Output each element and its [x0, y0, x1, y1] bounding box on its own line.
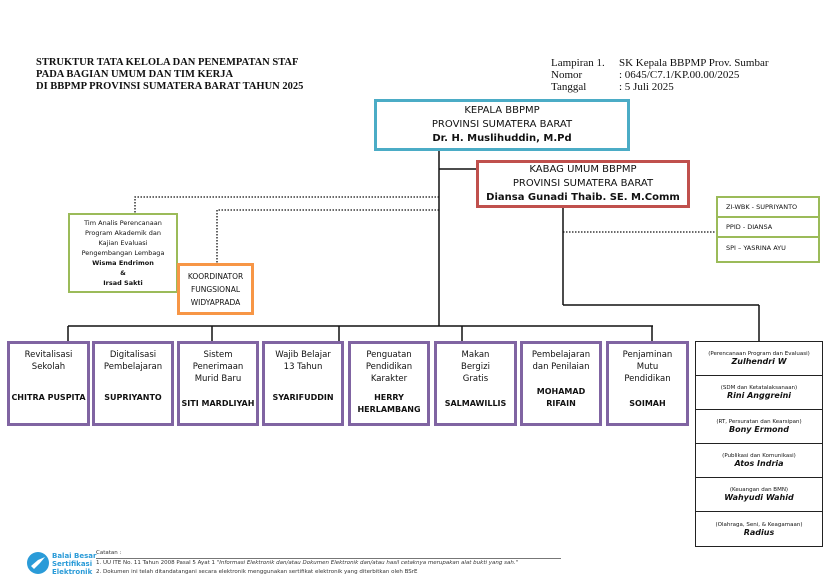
staff-section: (Publikasi dan Komunikasi): [722, 453, 796, 459]
team-label: Digitalisasi Pembelajaran: [103, 350, 163, 372]
staff-item: (Olahraga, Seni, & Keagamaan)Radius: [696, 512, 822, 546]
team-label: Wajib Belajar 13 Tahun: [275, 350, 331, 372]
staff-section: (Olahraga, Seni, & Keagamaan): [715, 521, 803, 528]
kepala-unit: PROVINSI SUMATERA BARAT: [431, 119, 573, 130]
meta-key: Tanggal: [551, 81, 587, 93]
team-label: Penguatan Pendidikan Karakter: [365, 350, 413, 384]
staff-name: Bony Ermond: [729, 425, 789, 434]
kabag-box: KABAG UMUM BBPMP PROVINSI SUMATERA BARAT…: [476, 160, 690, 208]
side-role: SPI – YASRINA AYU: [726, 244, 786, 252]
kepala-title: KEPALA BBPMP: [464, 105, 540, 116]
note-text: ": [515, 560, 519, 566]
koordinator-box: KOORDINATOR FUNGSIONAL WIDYAPRADA: [177, 263, 254, 315]
staff-section: (SDM dan Ketatalaksanaan): [720, 385, 798, 391]
notes-heading: Catatan :: [96, 549, 561, 559]
kabag-name: Diansa Gunadi Thaib. SE. M.Comm: [486, 192, 680, 203]
kepala-box: KEPALA BBPMP PROVINSI SUMATERA BARAT Dr.…: [374, 99, 630, 151]
team-label: Penjaminan Mutu Pendidikan: [622, 350, 673, 384]
koordinator-line: FUNGSIONAL: [190, 284, 241, 294]
tim-line: Tim Analis Perencanaan: [84, 219, 162, 227]
note-1: 1. UU ITE No. 11 Tahun 2008 Pasal 5 Ayat…: [96, 559, 561, 568]
koordinator-line: KOORDINATOR: [187, 271, 244, 281]
team-label: Sistem Penerimaan Murid Baru: [192, 350, 244, 384]
staff-item: (SDM dan Ketatalaksanaan)Rini Anggreini: [696, 376, 822, 410]
logo-line: Sertifikasi: [52, 560, 93, 568]
tim-analis-box: Tim Analis Perencanaan Program Akademik …: [68, 213, 178, 293]
logo-line: Elektronik: [52, 568, 93, 576]
tim-ampersand: &: [120, 269, 126, 277]
meta-value: : 0645/C7.1/KP.00.00/2025: [619, 69, 740, 81]
tim-analis-dotted-line: [134, 196, 439, 213]
staff-item: (Perencanaan Program dan Evaluasi)Zulhen…: [696, 342, 822, 376]
title-line: STRUKTUR TATA KELOLA DAN PENEMPATAN STAF: [36, 57, 299, 68]
note-quote: Informasi Elektronik dan/atau Dokumen El…: [219, 560, 516, 566]
team-lead: SYARIFUDDIN: [272, 393, 334, 402]
tim-line: Kajian Evaluasi: [98, 239, 148, 247]
side-role: PPID - DIANSA: [718, 218, 818, 238]
side-role: ZI-WBK - SUPRIYANTO: [718, 198, 818, 218]
title-line: DI BBPMP PROVINSI SUMATERA BARAT TAHUN 2…: [36, 81, 304, 92]
staff-section: (RT, Persuratan dan Kearsipan): [716, 419, 802, 425]
tim-member: Wisma Endrimon: [92, 259, 154, 267]
team-lead: SALMAWILLIS: [444, 399, 507, 408]
team-label: Pembelajaran dan Penilaian: [531, 350, 591, 372]
side-roles-box: ZI-WBK - SUPRIYANTO PPID - DIANSA SPI – …: [716, 196, 820, 263]
document-title: STRUKTUR TATA KELOLA DAN PENEMPATAN STAF…: [36, 57, 303, 93]
meta-key: Nomor: [551, 69, 583, 81]
bsre-logo-text: Balai Besar Sertifikasi Elektronik: [52, 552, 96, 576]
team-lead: HERRY HERLAMBANG: [357, 393, 421, 414]
team-label: Revitalisasi Sekolah: [24, 350, 73, 372]
meta-key: Lampiran 1.: [551, 57, 605, 69]
staff-name: Rini Anggreini: [726, 391, 791, 400]
team-lead: SUPRIYANTO: [104, 393, 162, 402]
staff-item: (Keuangan dan BMN)Wahyudi Wahid: [696, 478, 822, 512]
team-lead: SOIMAH: [629, 399, 666, 408]
staff-name: Radius: [743, 527, 775, 537]
team-lead: SITI MARDLIYAH: [181, 399, 255, 408]
team-lead: MOHAMAD RIFAIN: [536, 387, 586, 408]
meta-value: : 5 Juli 2025: [619, 81, 674, 93]
tim-member: Irsad Sakti: [103, 279, 143, 287]
tim-line: Pengembangan Lembaga: [81, 249, 165, 257]
document-reference: Lampiran 1.SK Kepala BBPMP Prov. Sumbar …: [551, 57, 769, 93]
kepala-name: Dr. H. Muslihuddin, M.Pd: [432, 133, 572, 144]
bsre-logo-icon: [27, 552, 49, 574]
kabag-unit: PROVINSI SUMATERA BARAT: [512, 178, 654, 189]
staff-section: (Perencanaan Program dan Evaluasi): [708, 351, 810, 357]
umum-staff-list: (Perencanaan Program dan Evaluasi)Zulhen…: [695, 341, 823, 547]
staff-name: Atos Indria: [734, 459, 784, 468]
meta-value: SK Kepala BBPMP Prov. Sumbar: [619, 57, 769, 69]
staff-item: (RT, Persuratan dan Kearsipan)Bony Ermon…: [696, 410, 822, 444]
note-2: 2. Dokumen ini telah ditandatangani seca…: [96, 569, 418, 575]
staff-item: (Publikasi dan Komunikasi)Atos Indria: [696, 444, 822, 478]
logo-line: Balai Besar: [52, 552, 97, 560]
staff-name: Wahyudi Wahid: [724, 493, 794, 502]
footer-notes: Catatan : 1. UU ITE No. 11 Tahun 2008 Pa…: [96, 549, 561, 577]
koordinator-line: WIDYAPRADA: [190, 297, 241, 307]
title-line: PADA BAGIAN UMUM DAN TIM KERJA: [36, 69, 234, 80]
team-label: Makan Bergizi Gratis: [461, 350, 490, 384]
note-text: 1. UU ITE No. 11 Tahun 2008 Pasal 5 Ayat…: [96, 560, 220, 566]
tim-line: Program Akademik dan: [85, 229, 161, 237]
team-lead: CHITRA PUSPITA: [11, 393, 86, 402]
koordinator-dotted-line: [216, 209, 439, 263]
staff-name: Zulhendri W: [731, 357, 787, 366]
kabag-title: KABAG UMUM BBPMP: [529, 164, 637, 175]
staff-section: (Keuangan dan BMN): [729, 487, 789, 493]
